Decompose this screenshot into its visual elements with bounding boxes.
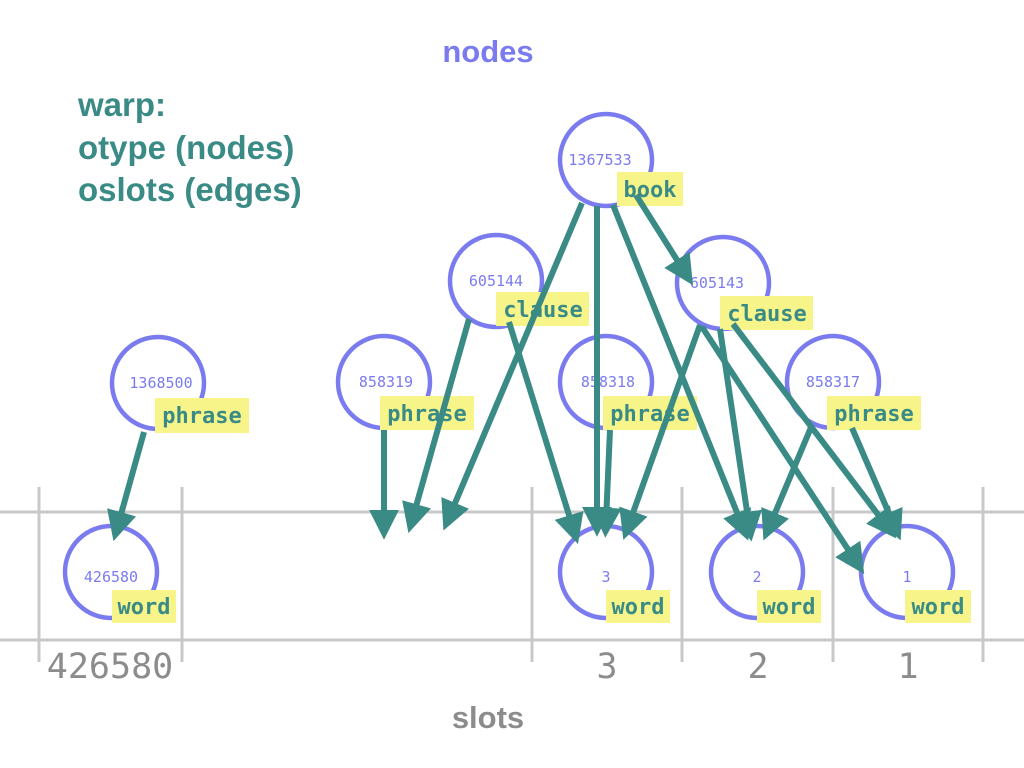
edge-arrow	[849, 426, 903, 541]
node-id: 1367533	[568, 151, 631, 169]
node-1: 1 word	[858, 523, 971, 623]
node-id: 858317	[806, 373, 860, 391]
edge-arrow	[633, 193, 693, 286]
slot-label: 426580	[47, 647, 173, 687]
type-label-bg	[617, 172, 683, 206]
node-type: clause	[727, 302, 806, 327]
node-3: 3 word	[557, 523, 670, 623]
slot-label: 1	[897, 647, 918, 687]
warp-caption-line: warp:	[77, 86, 166, 123]
type-label-bg	[905, 590, 971, 623]
node-1368500: 1368500 phrase	[109, 334, 249, 433]
warp-caption-line: oslots (edges)	[78, 171, 302, 208]
slots-title: slots	[452, 700, 524, 735]
edge-arrow	[717, 328, 762, 542]
nodes-title: nodes	[442, 34, 533, 69]
node-id: 605144	[469, 272, 523, 290]
edge-arrow	[402, 318, 472, 534]
node-id: 1368500	[129, 374, 192, 392]
node-858318: 858318 phrase	[557, 333, 697, 431]
node-858319: 858319 phrase	[335, 333, 474, 431]
node-2: 2 word	[708, 523, 821, 623]
edge-arrow	[506, 321, 584, 545]
node-type: word	[118, 595, 171, 620]
node-type: phrase	[162, 404, 241, 429]
type-label-bg	[827, 396, 921, 430]
node-id: 1	[902, 568, 911, 586]
type-label-bg	[112, 590, 176, 623]
node-858317: 858317 phrase	[784, 333, 921, 431]
type-label-bg	[380, 396, 474, 430]
edge-arrow	[761, 423, 815, 541]
node-type: word	[912, 595, 965, 620]
edge-arrow	[619, 323, 703, 540]
slot-label: 3	[596, 647, 617, 687]
warp-caption-line: otype (nodes)	[78, 129, 294, 166]
node-605143: 605143 clause	[674, 234, 813, 332]
slot-label: 2	[747, 647, 768, 687]
node-605144: 605144 clause	[447, 232, 589, 330]
edge-arrow	[107, 431, 147, 542]
node-id: 605143	[690, 274, 744, 292]
type-label-bg	[603, 396, 697, 430]
node-id: 858318	[581, 373, 635, 391]
type-label-bg	[757, 590, 821, 623]
oslots-edges	[107, 193, 903, 575]
type-label-bg	[155, 398, 249, 433]
node-type: phrase	[610, 402, 689, 427]
node-426580: 426580 word	[62, 523, 176, 623]
node-id: 2	[752, 568, 761, 586]
node-type: word	[763, 595, 816, 620]
node-type: phrase	[834, 402, 913, 427]
node-type: phrase	[387, 402, 466, 427]
type-label-bg	[606, 590, 670, 623]
node-id: 426580	[84, 568, 138, 586]
edge-arrow	[591, 429, 622, 538]
node-id: 3	[601, 568, 610, 586]
edge-arrow	[441, 201, 585, 531]
edge-arrow	[610, 203, 751, 541]
node-id: 858319	[359, 373, 413, 391]
slot-grid	[0, 487, 1024, 662]
node-type: book	[624, 178, 677, 203]
node-type: word	[612, 595, 665, 620]
node-1367533: 1367533 book	[557, 111, 683, 209]
